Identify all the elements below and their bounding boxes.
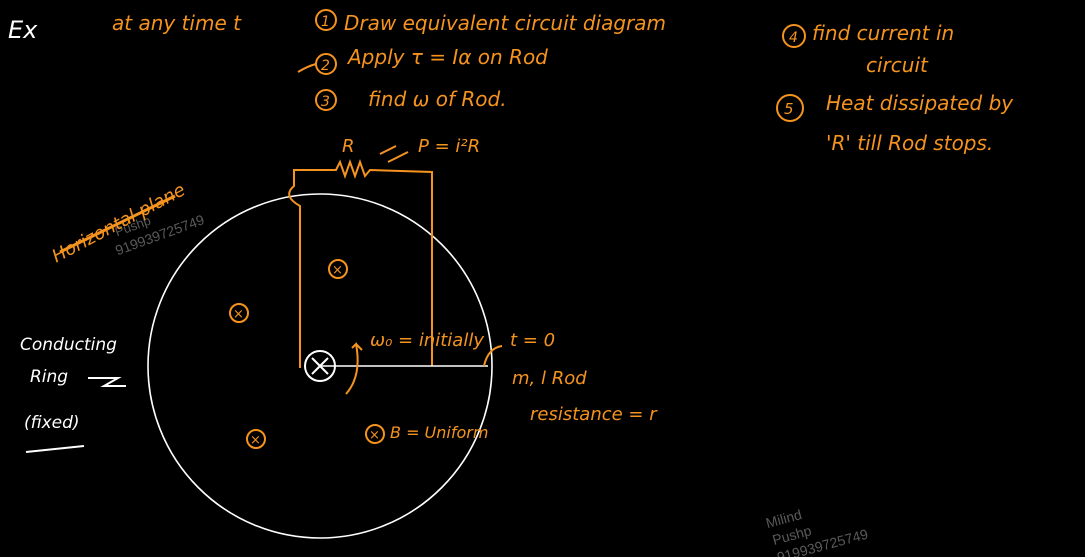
- ring-label-line2: Ring: [30, 367, 68, 387]
- omega-arrow: [345, 341, 363, 395]
- resistance-label: resistance = r: [530, 404, 658, 425]
- step-3-circle: [315, 89, 337, 111]
- step-4-circle: [782, 24, 806, 48]
- rod-label: m, l Rod: [512, 368, 587, 389]
- step-5-number: 5: [784, 100, 794, 118]
- omega-label: ω₀ = initially: [370, 330, 484, 351]
- field-label: B = Uniform: [390, 423, 488, 442]
- field-cross-2: ×: [229, 303, 249, 323]
- resistor-label: R: [342, 136, 355, 157]
- field-cross-1: ×: [328, 259, 348, 279]
- ring-label-line3: (fixed): [24, 413, 80, 433]
- pivot-cross: [311, 357, 329, 375]
- step-4-number: 4: [789, 30, 798, 46]
- step-5-circle: [776, 94, 804, 122]
- example-label: Ex: [8, 16, 38, 44]
- resistor-dash-1: [379, 145, 397, 155]
- field-cross-4-symbol: ×: [369, 428, 380, 443]
- step-2-arrow: [297, 63, 317, 73]
- plane-underline: [59, 194, 176, 254]
- step-2-circle: [315, 53, 337, 75]
- field-cross-3: ×: [246, 429, 266, 449]
- resistor-dash-2: [387, 151, 409, 163]
- field-cross-3-symbol: ×: [250, 433, 261, 448]
- step-5-text-line1: Heat dissipated by: [826, 91, 1014, 115]
- ring-label-underline: [25, 445, 85, 453]
- ring-pointer-arrow: [88, 377, 126, 387]
- power-label: P = i²R: [418, 136, 480, 157]
- field-cross-4: ×: [365, 424, 385, 444]
- watermark-lower: Milind Pushp 919939725749: [764, 506, 870, 557]
- step-5-text-line2: 'R' till Rod stops.: [826, 131, 993, 155]
- step-4-text-line1: find current in: [812, 21, 954, 45]
- field-cross-1-symbol: ×: [332, 263, 343, 278]
- step-1-text: Draw equivalent circuit diagram: [344, 11, 666, 35]
- step-2-number: 2: [321, 58, 330, 74]
- time-pointer: [483, 345, 503, 367]
- step-3-number: 3: [321, 94, 330, 110]
- step-4-text-line2: circuit: [866, 53, 929, 77]
- field-cross-2-symbol: ×: [233, 307, 244, 322]
- step-2-text: Apply τ = Iα on Rod: [346, 45, 548, 69]
- conducting-ring: [147, 193, 493, 539]
- ring-label-line1: Conducting: [20, 335, 117, 355]
- intro-text: at any time t: [112, 11, 242, 35]
- resistor-wire: [288, 159, 433, 368]
- time-label: t = 0: [510, 330, 555, 351]
- step-1-number: 1: [321, 14, 330, 30]
- step-1-circle: [315, 9, 337, 31]
- step-3-text: find ω of Rod.: [368, 87, 507, 111]
- pivot-circle: [304, 350, 336, 382]
